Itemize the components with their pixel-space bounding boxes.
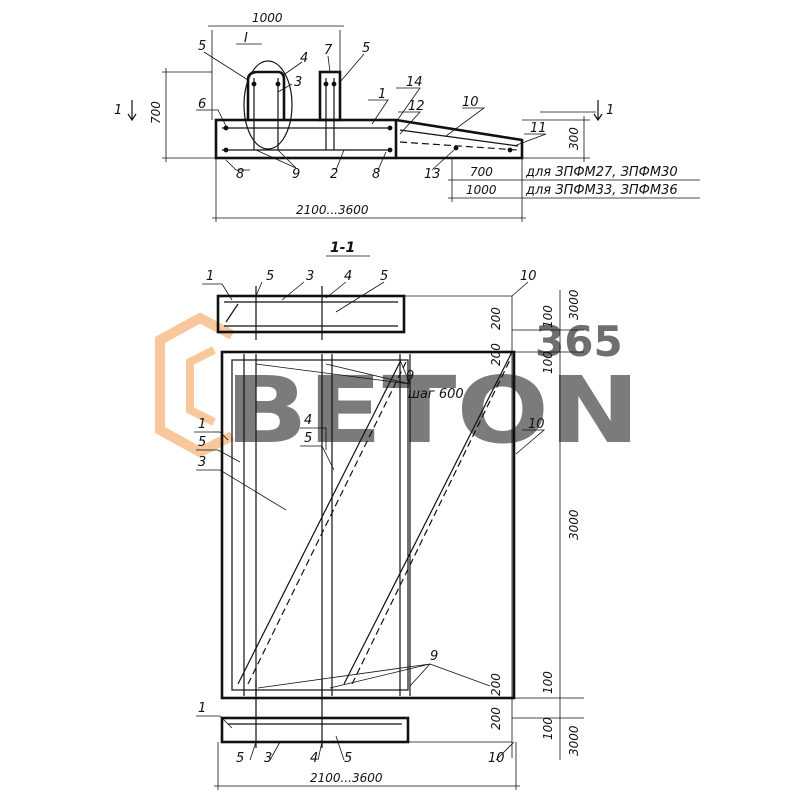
watermark: BETON 365 [155, 312, 640, 464]
sec-bot-label-3: 3 [264, 751, 272, 766]
sec-top-label-5-a: 5 [266, 269, 274, 284]
sec-top-label-4: 4 [344, 269, 352, 284]
label-1: 1 [378, 87, 386, 102]
dim-r-200-c: 200 [489, 673, 503, 696]
sec-side-label-3: 3 [198, 455, 206, 470]
label-14: 14 [406, 75, 423, 90]
sec-side-label-5-b: 5 [304, 431, 312, 446]
dim-r-200-b: 200 [489, 343, 503, 366]
label-6: 6 [198, 97, 206, 112]
dim-r-3000-b: 3000 [567, 725, 581, 756]
label-2: 2 [330, 167, 338, 182]
label-9: 9 [292, 167, 300, 182]
sec-step-note: шаг 600 [408, 387, 464, 402]
sec-side-label-5: 5 [198, 435, 206, 450]
sec-bot-label-5-a: 5 [236, 751, 244, 766]
dim-r-3000-main: 3000 [567, 509, 581, 540]
dim-r-200-d: 200 [489, 707, 503, 730]
dim-ext-b: 1000 [466, 183, 497, 197]
label-5-a: 5 [198, 39, 206, 54]
sec-top-label-5-b: 5 [380, 269, 388, 284]
profile-view: 1000 I 700 1 1 300 700 1000 для ЗПФМ27, … [114, 11, 700, 222]
dim-r-100-d: 100 [541, 717, 555, 740]
dim-height-right: 300 [567, 127, 581, 150]
label-3: 3 [294, 75, 302, 90]
cut-marker-right: 1 [606, 103, 614, 118]
section-title: 1-1 [330, 240, 355, 256]
label-10: 10 [462, 95, 479, 110]
dim-top-width: 1000 [252, 11, 283, 25]
sec-label-9b: 9 [430, 649, 438, 664]
watermark-number: 365 [535, 317, 623, 366]
dim-r-200-a: 200 [489, 307, 503, 330]
label-4: 4 [300, 51, 308, 66]
dim-total-bottom: 2100...3600 [310, 771, 383, 785]
dim-r-3000-a: 3000 [567, 289, 581, 320]
sec-label-9: 9 [406, 369, 414, 384]
note-row-1: для ЗПФМ27, ЗПФМ30 [525, 165, 678, 180]
dim-ext-a: 700 [470, 165, 493, 179]
watermark-brand: BETON [225, 357, 640, 464]
dim-height-left: 700 [149, 101, 163, 124]
sec-top-label-1: 1 [206, 269, 214, 284]
label-12: 12 [408, 99, 425, 114]
sec-side-label-1: 1 [198, 417, 206, 432]
watermark-logo-icon [155, 312, 235, 458]
sec-bot-label-5-b: 5 [344, 751, 352, 766]
sec-bot-label-4: 4 [310, 751, 318, 766]
sec-top-label-3: 3 [306, 269, 314, 284]
section-mark: I [244, 31, 248, 46]
dim-r-100-c: 100 [541, 671, 555, 694]
sec-top-label-10: 10 [520, 269, 537, 284]
sec-side-label-10: 10 [528, 417, 545, 432]
dim-r-100-b: 100 [541, 351, 555, 374]
cut-marker-left: 1 [114, 103, 122, 118]
label-13: 13 [424, 167, 441, 182]
label-7: 7 [324, 43, 333, 58]
label-8-a: 8 [236, 167, 244, 182]
section-view: 1-1 3000 100 200 200 100 [194, 240, 584, 790]
label-5-b: 5 [362, 41, 370, 56]
note-row-2: для ЗПФМ33, ЗПФМ36 [525, 183, 678, 198]
sec-side-label-4: 4 [304, 413, 312, 428]
sec-bot-label-1: 1 [198, 701, 206, 716]
label-8-b: 8 [372, 167, 380, 182]
sec-bot-label-10: 10 [488, 751, 505, 766]
dim-total-top: 2100...3600 [296, 203, 369, 217]
label-11: 11 [530, 121, 547, 136]
dim-r-100-a: 100 [541, 305, 555, 328]
